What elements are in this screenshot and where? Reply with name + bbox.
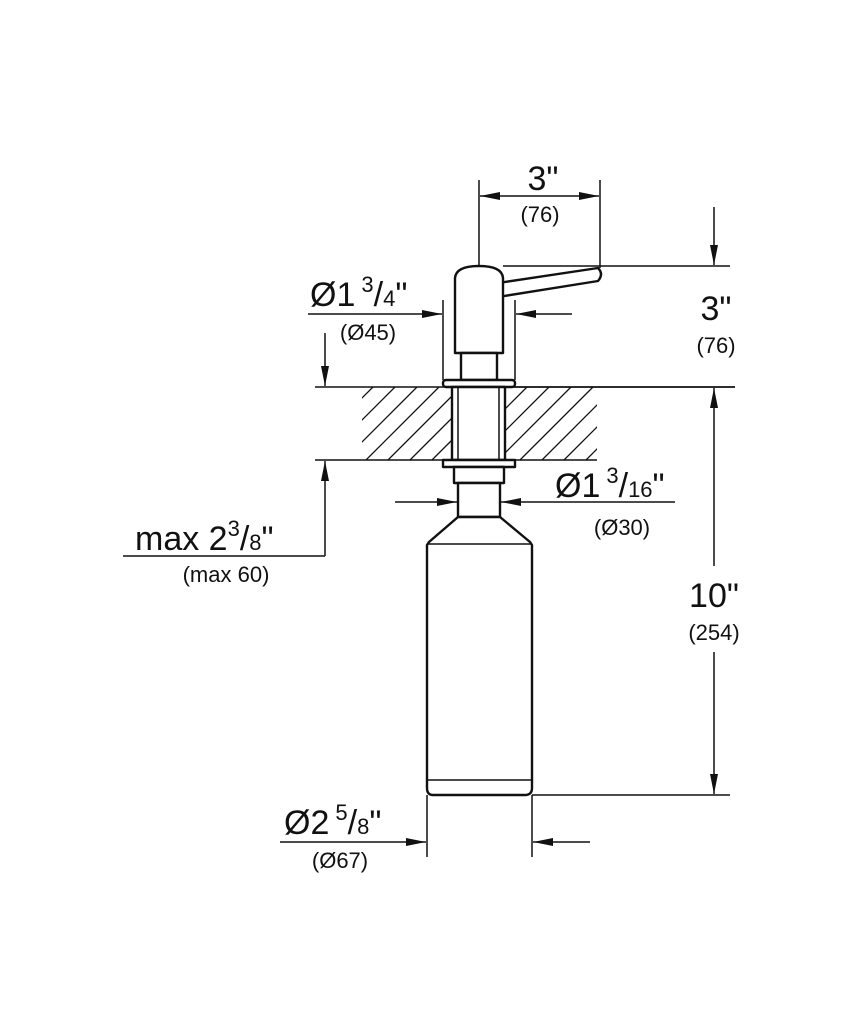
pump-head <box>453 264 505 355</box>
bottle <box>425 515 534 797</box>
lever-reach-metric: (76) <box>520 202 559 227</box>
shank-diameter-metric: (Ø30) <box>594 515 650 540</box>
hatch-line <box>387 387 462 460</box>
head-height-imperial: 3" <box>701 290 732 328</box>
hatch-line <box>630 387 703 460</box>
dimension-head-height: 3" (76) <box>503 207 736 358</box>
bottle-neck <box>456 481 502 519</box>
bottle-length-metric: (254) <box>688 620 739 645</box>
hatch-line <box>362 387 396 421</box>
bottle-length-imperial: 10" <box>689 577 739 615</box>
max-deck-thickness-imperial: max 23/8" <box>135 516 274 558</box>
countertop-section <box>315 386 747 461</box>
hatch-line <box>362 387 418 443</box>
shank <box>450 385 507 462</box>
hatch-line <box>541 404 597 460</box>
lever-reach-imperial: 3" <box>528 160 559 198</box>
dimension-bottle-length: 10" (254) <box>505 386 740 796</box>
hatch-line <box>519 387 594 460</box>
dimension-lever-reach: 3" (76) <box>478 160 601 268</box>
hatch-line <box>563 426 597 460</box>
head-diameter-metric: (Ø45) <box>340 320 396 345</box>
pump-lever <box>496 266 603 299</box>
hatch-line <box>497 387 572 460</box>
head-height-metric: (76) <box>696 333 735 358</box>
bottle-diameter-metric: (Ø67) <box>312 848 368 873</box>
max-deck-thickness-metric: (max 60) <box>183 562 270 587</box>
hatch-line <box>362 387 374 399</box>
dimension-max-deck-thickness: max 23/8" (max 60) <box>123 333 329 587</box>
hatch-line <box>608 387 681 460</box>
pump-stem <box>459 351 499 382</box>
nut <box>452 465 506 485</box>
soap-dispenser <box>425 264 603 797</box>
hatch-line <box>585 448 597 460</box>
hatch-line <box>365 387 440 460</box>
hatch-line <box>674 387 747 460</box>
